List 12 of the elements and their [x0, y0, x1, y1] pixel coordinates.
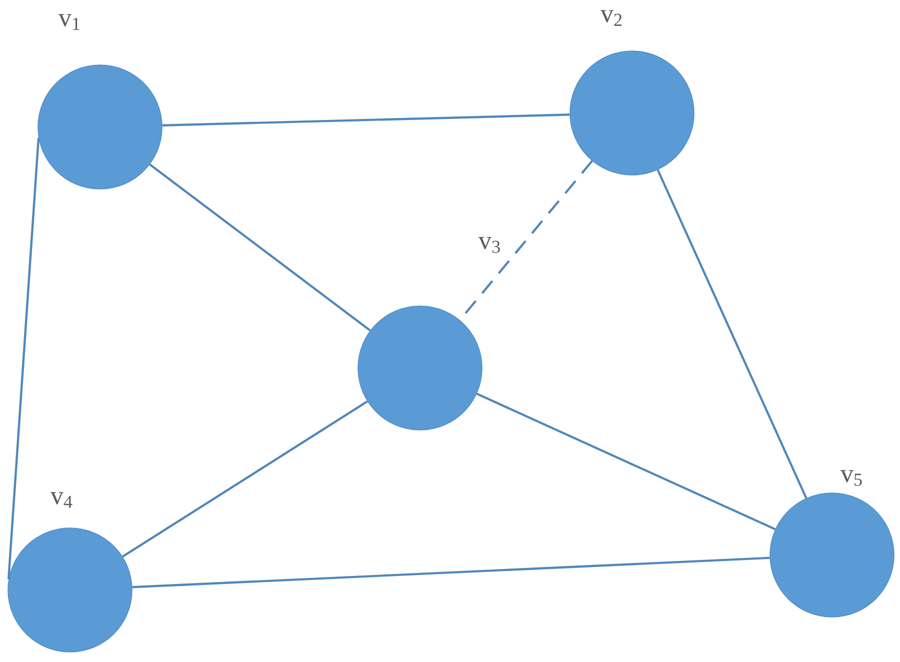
edge-line: [132, 556, 770, 588]
node-label: v$_{3}$: [478, 237, 500, 253]
node-label: v$_{5}$: [840, 470, 862, 486]
node-label: v$_{1}$: [58, 14, 80, 30]
node-label: v$_{4}$: [50, 492, 72, 508]
node-label: v$_{2}$: [600, 10, 622, 26]
edge-line: [7, 138, 40, 580]
edge-line: [656, 169, 808, 499]
edge-line: [149, 164, 371, 332]
edge-line: [476, 392, 776, 530]
edge-line: [122, 400, 368, 558]
edge-line: [162, 114, 570, 126]
